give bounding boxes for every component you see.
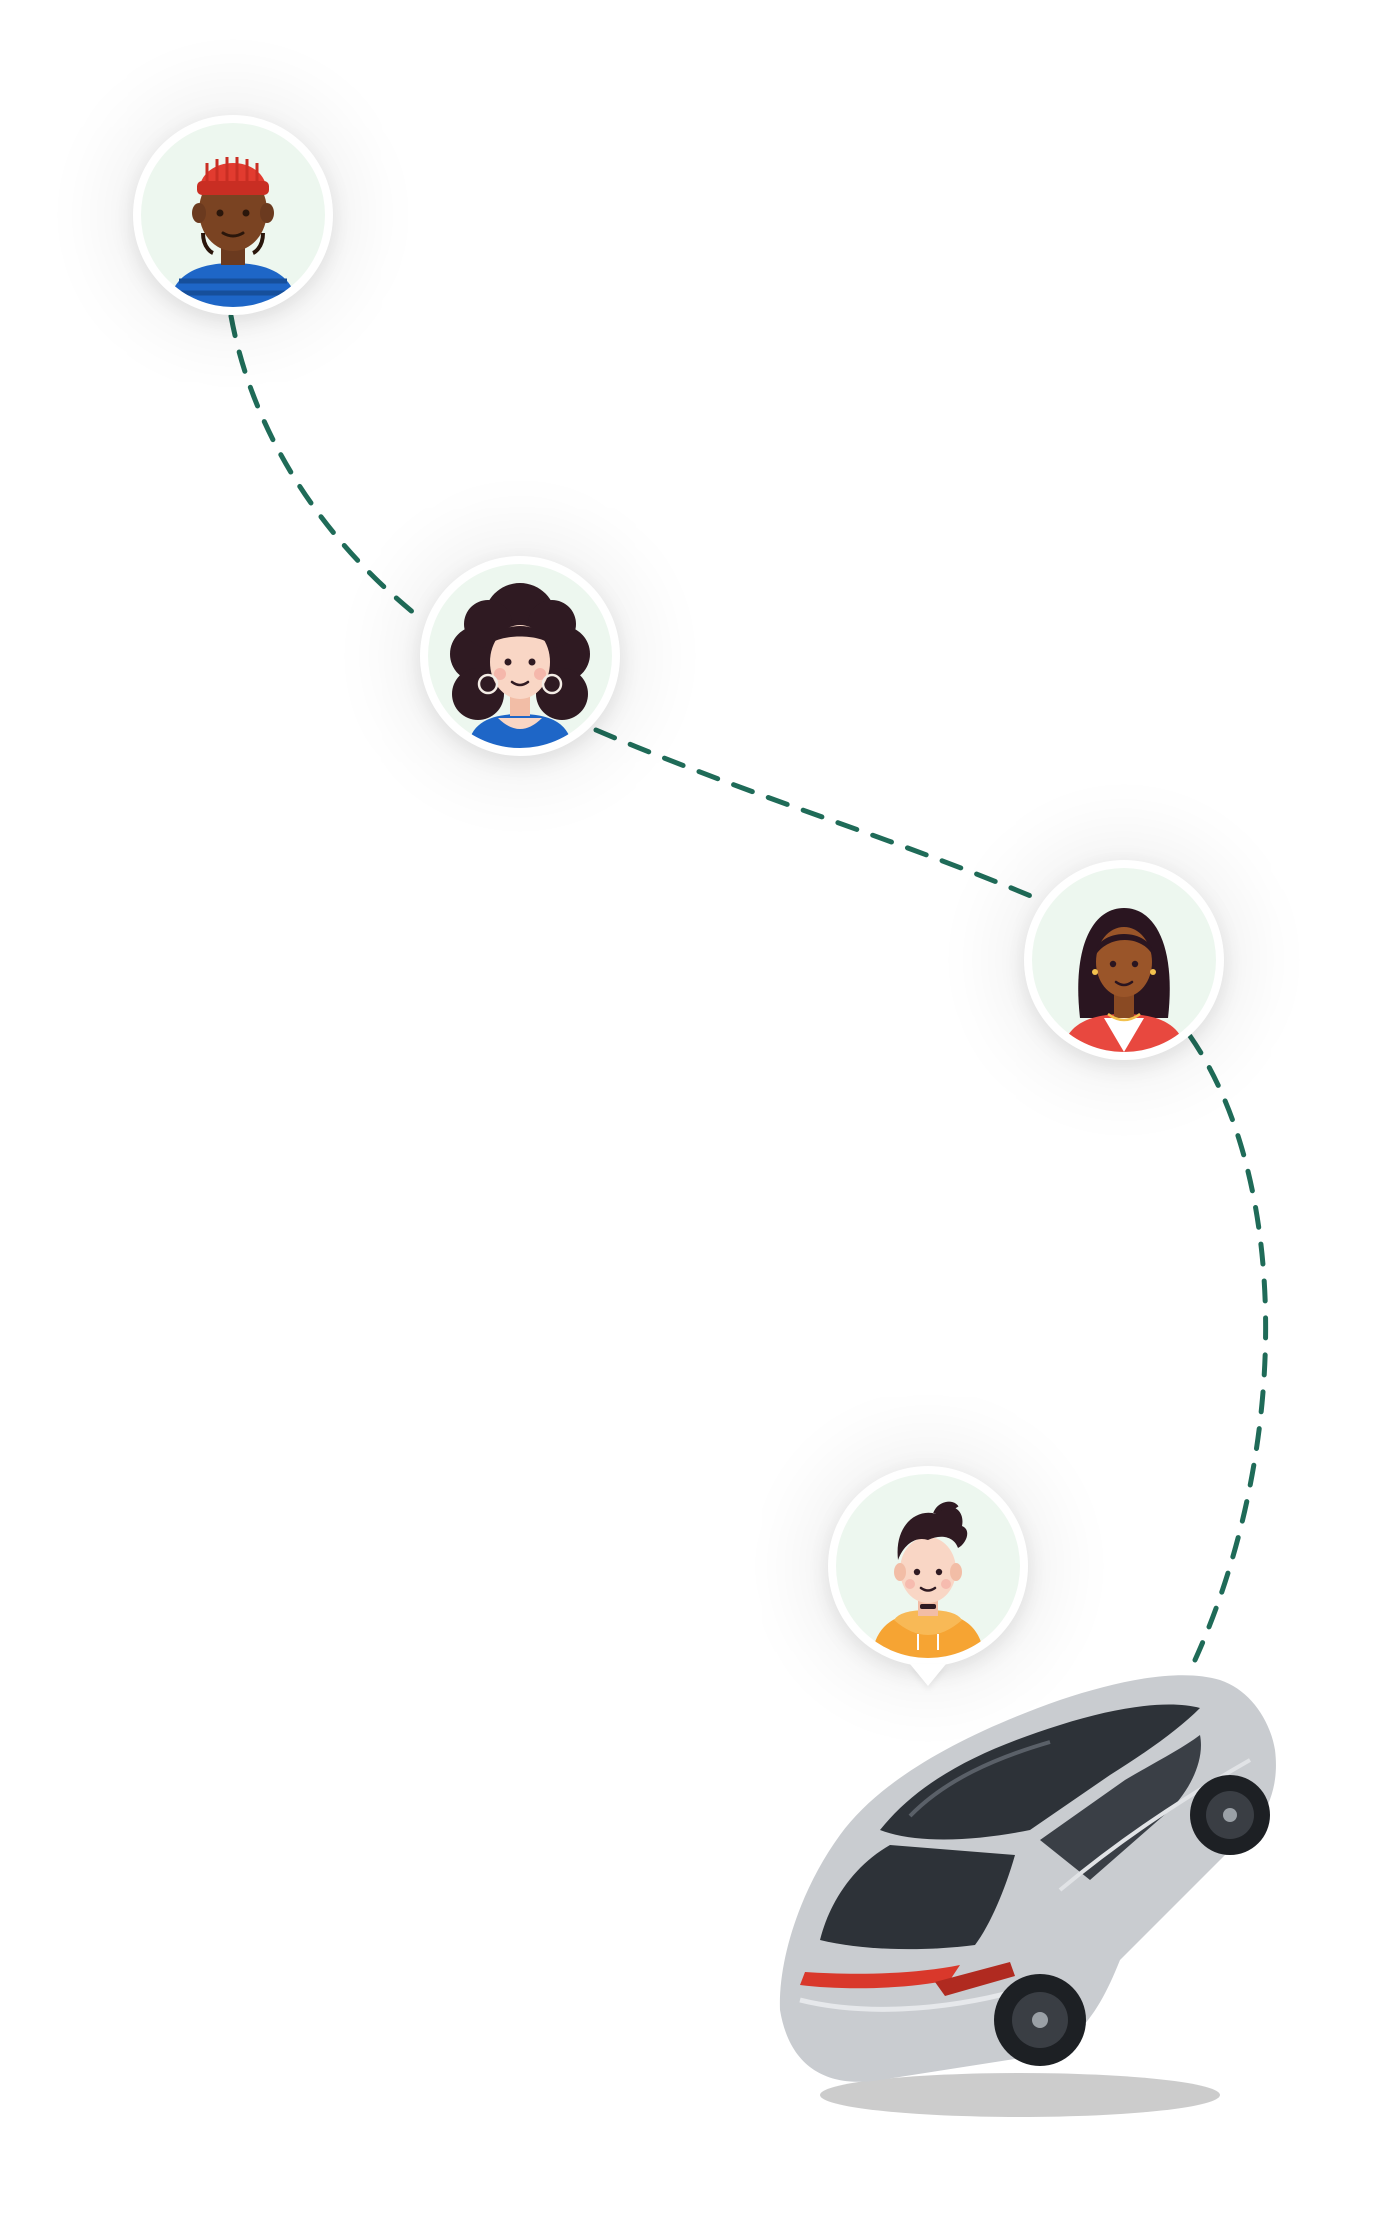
woman-long-hair-avatar-icon [1032,868,1216,1052]
passenger-pin-4 [828,1466,1028,1666]
woman-curly-hair-avatar-icon [428,564,612,748]
passenger-pin-3 [1024,860,1224,1060]
car-icon [779,1675,1276,2117]
route-segment-2 [593,727,1043,903]
man-red-beanie-avatar-icon [141,123,325,307]
route-segment-3 [1187,1033,1269,1663]
man-orange-hoodie-avatar-icon [836,1474,1020,1658]
passenger-pin-1 [133,115,333,315]
passenger-pin-2 [420,556,620,756]
route-segment-1 [228,313,423,621]
pin-pointer [910,1664,946,1686]
